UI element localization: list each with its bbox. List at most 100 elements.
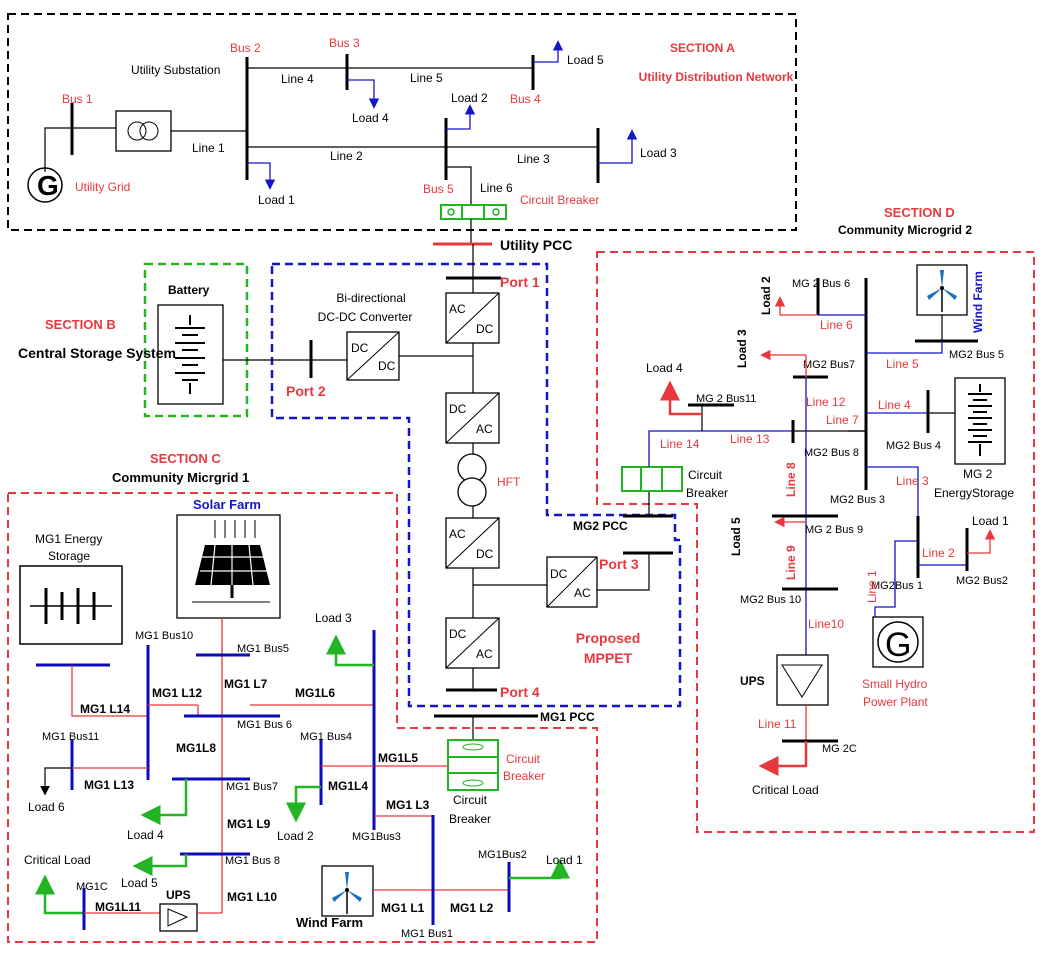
load5-label: Load 5	[567, 53, 604, 67]
mg2-busC-label: MG 2C	[822, 743, 857, 755]
section-c-box	[7, 492, 598, 943]
mg2-breaker-icon	[621, 466, 683, 492]
hydro-generator-glyph: G	[885, 626, 911, 664]
mg2-storage-label: EnergyStorage	[934, 486, 1014, 500]
mg1-storage-label-2: Storage	[48, 549, 90, 563]
bus1-label: Bus 1	[62, 92, 93, 106]
utility-breaker-icon	[440, 204, 507, 220]
battery-icon	[157, 304, 224, 405]
mg1-breaker-label-1: Circuit	[453, 793, 488, 807]
mg1-ups-label: UPS	[166, 888, 191, 902]
dc-label-2: DC	[378, 359, 396, 373]
mg1-load5-label: Load 5	[121, 876, 158, 890]
mg2-line12-label: Line 12	[806, 395, 846, 409]
mg2-bus2-label: MG2 Bus2	[956, 575, 1008, 587]
mg2-bus8-label: MG2 Bus 8	[804, 447, 859, 459]
mg1-l9-label: MG1 L9	[227, 817, 271, 831]
line2-label: Line 2	[330, 149, 363, 163]
mg2-load2-label: Load 2	[759, 276, 773, 315]
mg2-bus5-label: MG2 Bus 5	[949, 349, 1004, 361]
mg1-breaker-red-label-2: Breaker	[503, 769, 545, 783]
svg-text:DC: DC	[449, 627, 467, 641]
mg1-breaker-red-label-1: Circuit	[506, 752, 541, 766]
mg2-line8-label: Line 8	[784, 462, 798, 497]
mg1-l6-label: MG1L6	[295, 686, 335, 700]
mg1-l2-label: MG1 L2	[450, 901, 494, 915]
mg1-load6-label: Load 6	[28, 800, 65, 814]
mg1-l12-label: MG1 L12	[152, 686, 202, 700]
mg1-l3-label: MG1 L3	[386, 798, 430, 812]
utility-pcc-label: Utility PCC	[500, 237, 572, 253]
section-a-box	[7, 13, 797, 231]
mg2-line13-label: Line 13	[730, 432, 770, 446]
mg2-load3-label: Load 3	[735, 329, 749, 368]
line1-label: Line 1	[192, 141, 225, 155]
mg2-storage-mg-label: MG 2	[963, 467, 993, 481]
line3-label: Line 3	[517, 152, 550, 166]
mg1-l11-label: MG1L11	[95, 900, 141, 914]
port3-label: Port 3	[599, 556, 639, 572]
mg1-l14-label: MG1 L14	[80, 702, 130, 716]
mg2-line1-label: Line 1	[865, 570, 879, 603]
substation-label: Utility Substation	[131, 63, 220, 77]
mg2-line5-label: Line 5	[886, 357, 919, 371]
mg2-line2-label: Line 2	[922, 546, 955, 560]
load2-label: Load 2	[451, 91, 488, 105]
mg1-breaker-label-2: Breaker	[449, 812, 491, 826]
mg2-load4-label: Load 4	[646, 361, 683, 375]
section-b-subtitle: Central Storage System	[18, 345, 176, 361]
mg2-line7-label: Line 7	[826, 413, 859, 427]
section-d-subtitle: Community Microgrid 2	[838, 223, 972, 237]
mg2-wind-label: Wind Farm	[971, 271, 985, 333]
mg1-bus8-label: MG1 Bus 8	[225, 855, 280, 867]
mg1-l13-label: MG1 L13	[84, 778, 134, 792]
mg2-bus9-label: MG 2 Bus 9	[805, 524, 863, 536]
load4-label: Load 4	[352, 111, 389, 125]
line5-label: Line 5	[410, 71, 443, 85]
solar-farm-icon	[176, 514, 281, 619]
mg2-ups-icon	[776, 654, 829, 706]
mg2-pcc-label: MG2 PCC	[573, 519, 628, 533]
generator-glyph: G	[37, 170, 59, 201]
mg1-bus7-label: MG1 Bus7	[226, 781, 278, 793]
svg-text:DC: DC	[449, 402, 467, 416]
svg-text:DC: DC	[476, 547, 494, 561]
mg2-line6-label: Line 6	[820, 318, 853, 332]
mg1-ups-icon	[159, 903, 198, 932]
mg2-line14-label: Line 14	[660, 437, 700, 451]
mg1-l10-label: MG1 L10	[227, 890, 277, 904]
mg1-bus2-label: MG1Bus2	[478, 849, 527, 861]
mg2-critical-label: Critical Load	[752, 783, 819, 797]
dc-ac-block-4: DC AC	[445, 617, 500, 669]
mg1-load3-label: Load 3	[315, 611, 352, 625]
mg2-bus10-label: MG2 Bus 10	[740, 594, 801, 606]
mg1-bus5-label: MG1 Bus5	[237, 643, 289, 655]
mg1-l8-label: MG1L8	[176, 741, 216, 755]
mg1-bus6-label: MG1 Bus 6	[237, 719, 292, 731]
port1-label: Port 1	[500, 274, 540, 290]
mg2-bus6-label: MG 2 Bus 6	[792, 278, 850, 290]
mg1-load2-label: Load 2	[277, 829, 314, 843]
bus4-label: Bus 4	[510, 92, 541, 106]
mg2-line9-label: Line 9	[784, 545, 798, 580]
svg-text:AC: AC	[449, 302, 466, 316]
mg1-l1-label: MG1 L1	[381, 901, 425, 915]
mg1-bus11-label: MG1 Bus11	[42, 731, 99, 743]
mg1-load1-label: Load 1	[546, 853, 583, 867]
mg2-bus1-label: MG2Bus 1	[871, 580, 923, 592]
section-d-box	[596, 251, 1035, 833]
hydro-generator-box	[872, 616, 924, 668]
utility-breaker-label: Circuit Breaker	[520, 193, 599, 207]
utility-grid-label: Utility Grid	[75, 180, 130, 194]
converter-label-2: DC-DC Converter	[318, 310, 413, 324]
dc-label: DC	[351, 341, 369, 355]
mg1-load4-label: Load 4	[127, 828, 164, 842]
bus5-label: Bus 5	[423, 182, 454, 196]
section-a-title: SECTION A	[670, 41, 735, 55]
svg-text:AC: AC	[476, 647, 493, 661]
